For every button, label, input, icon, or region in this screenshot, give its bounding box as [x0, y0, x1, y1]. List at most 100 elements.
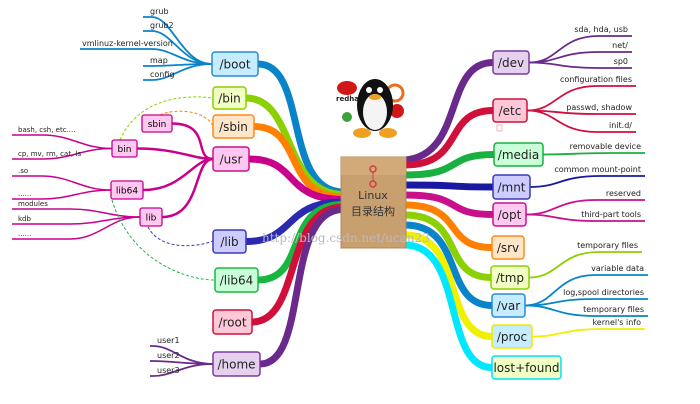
node-usr[interactable]: /usr [212, 146, 250, 172]
leaf-line-home [150, 363, 214, 377]
branch-home [256, 206, 347, 368]
branch-tmp [401, 211, 495, 281]
node-tmp-label: /tmp [496, 271, 524, 285]
node-opt-box [492, 202, 527, 227]
node-mnt-box [492, 174, 531, 200]
usr-lib64-label: lib64 [116, 187, 138, 197]
node-lib64-label: /lib64 [220, 274, 254, 288]
penguin-foot [379, 128, 397, 138]
leaf-line-dev [528, 61, 632, 69]
node-srv-box [491, 235, 525, 260]
node-bin[interactable]: /bin [212, 86, 247, 110]
node-var[interactable]: /var [491, 293, 526, 318]
node-bin-box [212, 86, 247, 110]
leaf-line-usr-lib [12, 216, 141, 240]
link-bin-dashed [119, 96, 214, 141]
node-boot-label: /boot [219, 58, 250, 72]
leaf-line-etc [526, 85, 636, 112]
leaf-home: user2 [157, 351, 180, 360]
leaf-usr-bin: bash, csh, etc.... [18, 126, 75, 134]
leaf-line-usr-bin [12, 134, 113, 150]
branch-dev [401, 59, 497, 164]
leaf-line-usr-lib [12, 208, 141, 218]
node-lostfound[interactable]: lost+found [491, 355, 562, 380]
node-proc-box [491, 324, 533, 349]
node-dev-label: /dev [498, 56, 524, 70]
node-home[interactable]: /home [212, 351, 261, 377]
leaf-boot: grub2 [150, 21, 174, 30]
node-usr-lib[interactable]: lib [139, 207, 163, 227]
node-home-box [212, 351, 261, 377]
node-media-label: /media [498, 148, 539, 162]
node-tmp[interactable]: /tmp [490, 265, 530, 290]
note-icon [496, 124, 503, 132]
node-etc[interactable]: /etc [492, 98, 528, 123]
leaf-branches [12, 16, 648, 377]
leaf-usr-bin: cp, mv, rm, cat, ls [18, 150, 81, 158]
leaf-home: user1 [157, 336, 180, 345]
branch-opt [401, 191, 497, 218]
node-lib-box [212, 229, 247, 254]
node-opt[interactable]: /opt [492, 202, 527, 227]
center-title: Linux [358, 189, 388, 202]
branch-media [401, 151, 498, 179]
node-usr-lib64-box [110, 180, 144, 200]
usr-bin-label: bin [118, 145, 132, 155]
usr-lib-label: lib [146, 214, 157, 224]
nodes: /boot/bin/sbin/usr/lib/lib64/root/home/d… [110, 50, 562, 380]
leaf-etc: configuration files [560, 75, 632, 84]
node-sbin-label: /sbin [219, 120, 248, 134]
branch-sbin [250, 123, 347, 201]
branch-proc [401, 231, 496, 340]
node-mnt[interactable]: /mnt [492, 174, 531, 200]
node-media-box [493, 142, 544, 167]
leaf-boot: vmlinuz-kernel-version [82, 39, 173, 48]
leaf-etc: passwd, shadow [566, 103, 632, 112]
node-etc-label: /etc [499, 104, 522, 118]
leaf-line-usr-bin [12, 147, 113, 160]
node-boot-box [211, 51, 259, 77]
node-lostfound-box [491, 355, 562, 380]
node-srv[interactable]: /srv [491, 235, 525, 260]
leaf-tmp: temporary files [577, 241, 638, 250]
branch-lib [242, 198, 347, 245]
node-lib[interactable]: /lib [212, 229, 247, 254]
node-sbin[interactable]: /sbin [212, 114, 255, 139]
node-dev-box [492, 50, 530, 75]
usr-sbin-label: sbin [148, 120, 167, 130]
node-var-label: /var [497, 299, 520, 313]
debian-logo-icon [390, 104, 404, 118]
leaf-proc: kernel's info [592, 318, 641, 327]
suse-logo-icon [342, 112, 352, 122]
leaf-dev: sda, hda, usb [574, 25, 628, 34]
node-boot[interactable]: /boot [211, 51, 259, 77]
leaf-var: variable data [591, 264, 644, 273]
node-usr-bin[interactable]: bin [111, 139, 138, 158]
branch-usr-lib [161, 157, 214, 219]
node-root[interactable]: /root [212, 309, 253, 335]
leaf-line-proc [531, 328, 645, 338]
node-usr-sbin[interactable]: sbin [141, 114, 173, 133]
leaf-media: removable device [570, 142, 641, 151]
leaf-line-opt [525, 213, 645, 222]
penguin-foot [353, 128, 371, 138]
link-lib-dashed [147, 226, 214, 247]
penguin-eye [366, 87, 372, 93]
penguin-beak [369, 94, 381, 100]
node-lib64[interactable]: /lib64 [214, 267, 259, 293]
node-proc[interactable]: /proc [491, 324, 533, 349]
node-media[interactable]: /media [493, 142, 544, 167]
node-usr-lib-box [139, 207, 163, 227]
redhat-logo-text: redhat [336, 95, 363, 103]
leaf-usr-lib: kdb [18, 215, 31, 223]
leaf-usr-lib: ...... [18, 230, 31, 238]
node-mnt-label: /mnt [497, 181, 525, 195]
node-usr-lib64[interactable]: lib64 [110, 180, 144, 200]
node-dev[interactable]: /dev [492, 50, 530, 75]
leaf-opt: third-part tools [581, 210, 641, 219]
branch-srv [401, 201, 496, 251]
node-bin-label: /bin [218, 92, 241, 106]
node-lostfound-label: lost+found [493, 361, 559, 375]
